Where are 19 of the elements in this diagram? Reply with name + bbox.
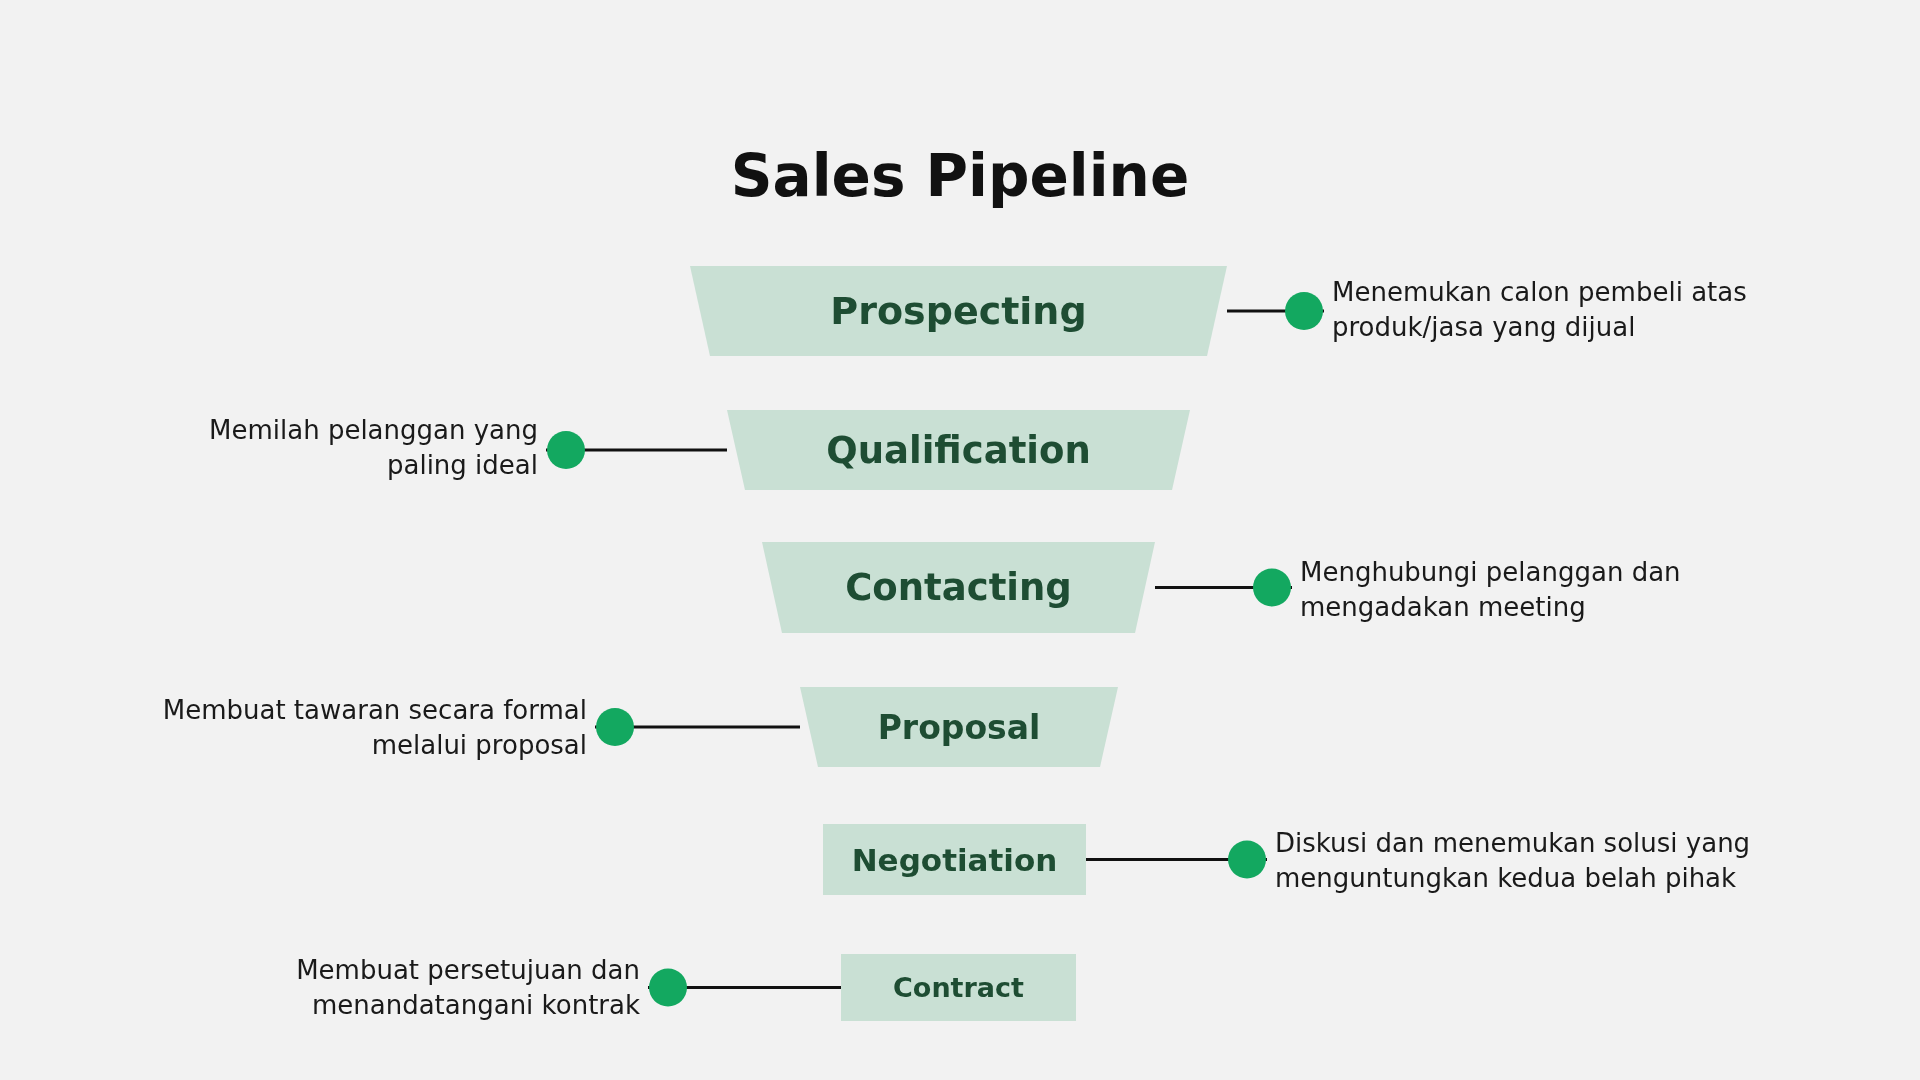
description-text: Menemukan calon pembeli atas produk/jasa yang dijual	[1332, 275, 1852, 345]
funnel-stage: Proposal	[800, 687, 1118, 767]
description-text: Membuat persetujuan dan menandatangani kontrak	[220, 953, 640, 1023]
funnel-stage: Prospecting	[690, 266, 1227, 356]
funnel-stage: Contract	[841, 954, 1076, 1021]
funnel-stage: Contacting	[762, 542, 1155, 633]
description-text: Membuat tawaran secara formal melalui proposal	[87, 693, 587, 763]
leader-line	[546, 431, 727, 469]
description-text: Menghubungi pelanggan dan mengadakan meeting	[1300, 555, 1780, 625]
description-text: Diskusi dan menemukan solusi yang menguntungkan kedua belah pihak	[1275, 826, 1815, 896]
leader-line	[1227, 292, 1324, 330]
funnel-stage: Negotiation	[823, 824, 1086, 895]
leader-line	[1155, 568, 1292, 607]
description-text: Memilah pelanggan yang paling ideal	[138, 413, 538, 483]
title: Sales Pipeline	[729, 142, 1191, 210]
funnel-stage: Qualification	[727, 410, 1190, 490]
leader-line	[648, 968, 841, 1007]
leader-line	[1086, 840, 1267, 879]
leader-line	[595, 708, 800, 746]
